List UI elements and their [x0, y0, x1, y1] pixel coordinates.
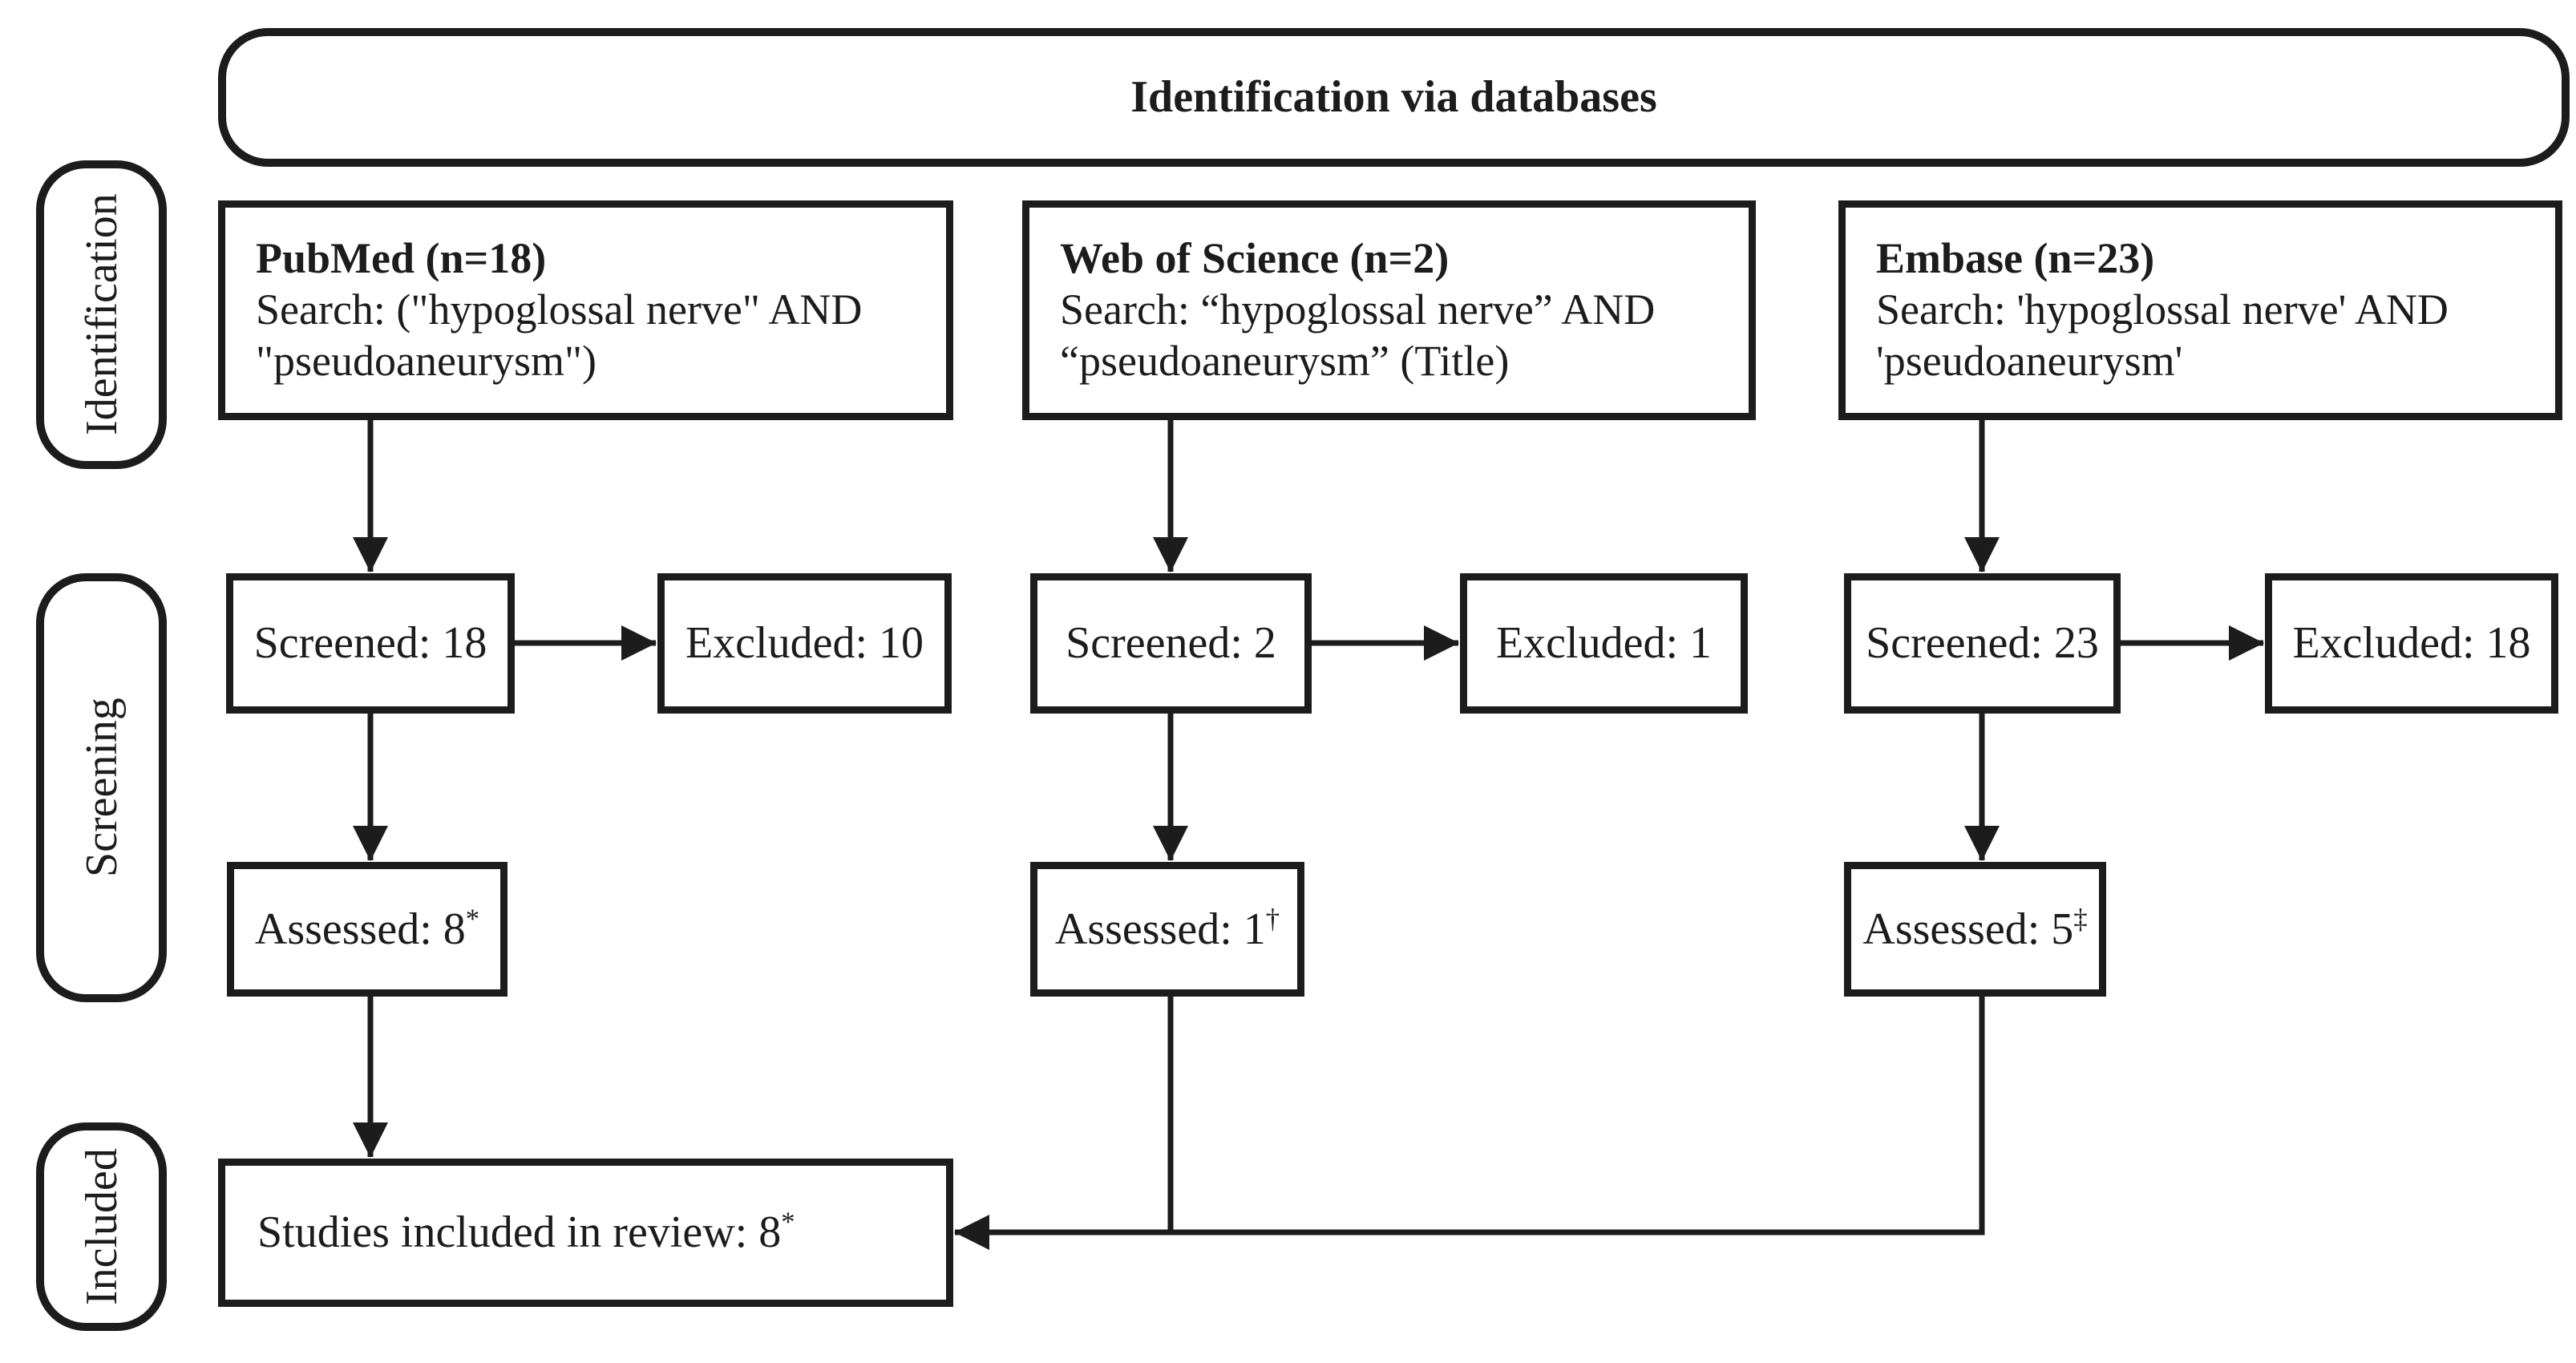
assessed-pubmed-footnote-mark: * [465, 903, 480, 935]
arrow-assessed3-to-included [954, 997, 1985, 1250]
stage-label-included: Included [36, 1122, 167, 1331]
screened-box-pubmed: Screened: 18 [226, 573, 515, 714]
included-box: Studies included in review: 8* [218, 1159, 953, 1307]
banner-identification-via-databases: Identification via databases [218, 28, 2570, 167]
excluded-wos-text: Excluded: 1 [1495, 618, 1713, 669]
excluded-pubmed-text: Excluded: 10 [685, 618, 924, 669]
embase-search-line1: Search: 'hypoglossal nerve' AND [1876, 285, 2449, 334]
screened-pubmed-text: Screened: 18 [253, 618, 487, 669]
stage-identification-text: Identification [76, 193, 127, 436]
database-box-web-of-science: Web of Science (n=2) Search: “hypoglossa… [1022, 200, 1756, 420]
assessed-embase-text: Assessed: 5‡ [1862, 903, 2088, 954]
screened-wos-text: Screened: 2 [1066, 618, 1276, 669]
stage-included-text: Included [76, 1148, 127, 1305]
assessed-box-pubmed: Assessed: 8* [227, 862, 508, 997]
embase-title: Embase (n=23) [1876, 234, 2155, 283]
screened-box-wos: Screened: 2 [1030, 573, 1312, 714]
excluded-embase-text: Excluded: 18 [2292, 618, 2531, 669]
database-box-pubmed: PubMed (n=18) Search: ("hypoglossal nerv… [218, 200, 953, 420]
assessed-box-embase: Assessed: 5‡ [1844, 862, 2106, 997]
wos-title: Web of Science (n=2) [1060, 234, 1450, 283]
screened-box-embase: Screened: 23 [1844, 573, 2121, 714]
embase-search-line2: 'pseudoaneurysm' [1876, 336, 2183, 385]
stage-label-identification: Identification [36, 160, 167, 469]
excluded-box-wos: Excluded: 1 [1460, 573, 1748, 714]
stage-screening-text: Screening [76, 698, 127, 878]
assessed-pubmed-text: Assessed: 8* [254, 903, 480, 954]
wos-search-line1: Search: “hypoglossal nerve” AND [1060, 285, 1656, 334]
pubmed-search-line2: "pseudoaneurysm") [256, 336, 596, 385]
screened-embase-text: Screened: 23 [1866, 618, 2099, 669]
excluded-box-embase: Excluded: 18 [2265, 573, 2558, 714]
included-footnote-mark: * [781, 1206, 795, 1238]
pubmed-search-line1: Search: ("hypoglossal nerve" AND [256, 285, 863, 334]
wos-search-line2: “pseudoaneurysm” (Title) [1060, 336, 1510, 385]
excluded-box-pubmed: Excluded: 10 [657, 573, 952, 714]
assessed-box-wos: Assessed: 1† [1030, 862, 1304, 997]
database-box-embase: Embase (n=23) Search: 'hypoglossal nerve… [1838, 200, 2562, 420]
stage-label-screening: Screening [36, 573, 167, 1002]
included-text: Studies included in review: 8* [257, 1206, 795, 1258]
assessed-embase-footnote-mark: ‡ [2073, 903, 2088, 935]
assessed-wos-text: Assessed: 1† [1054, 903, 1280, 954]
assessed-wos-footnote-mark: † [1265, 903, 1280, 935]
pubmed-title: PubMed (n=18) [256, 234, 547, 283]
banner-title: Identification via databases [1130, 72, 1657, 123]
